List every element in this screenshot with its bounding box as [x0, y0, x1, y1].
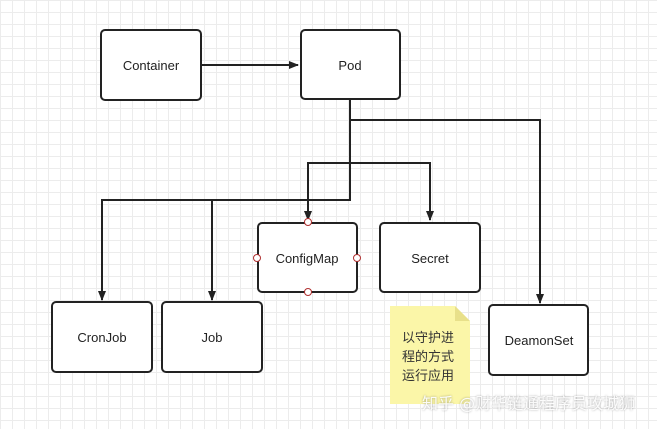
node-container-label: Container	[123, 58, 180, 73]
node-pod-label: Pod	[338, 58, 361, 73]
node-pod[interactable]: Pod	[300, 29, 401, 100]
edge-pod-configmap	[304, 162, 350, 221]
node-cronjob[interactable]: CronJob	[51, 301, 153, 373]
connection-handle-bottom[interactable]	[304, 288, 312, 296]
note-line-1: 以守护进	[402, 331, 454, 346]
node-cronjob-label: CronJob	[77, 330, 126, 345]
node-daemonset[interactable]: DeamonSet	[488, 304, 589, 376]
connection-handle-top[interactable]	[304, 218, 312, 226]
connectors	[98, 61, 544, 304]
sticky-note[interactable]: 以守护进 程的方式 运行应用	[390, 306, 470, 404]
connection-handle-left[interactable]	[253, 254, 261, 262]
node-configmap-label: ConfigMap	[276, 251, 339, 266]
edge-pod-secret	[350, 162, 434, 221]
edge-pod-daemonset	[349, 99, 544, 304]
node-secret-label: Secret	[411, 251, 449, 266]
edge-pod-cronjob	[98, 99, 351, 301]
node-configmap[interactable]: ConfigMap	[253, 218, 361, 296]
note-line-3: 运行应用	[402, 368, 454, 384]
node-job-label: Job	[202, 330, 223, 345]
node-daemonset-label: DeamonSet	[505, 333, 574, 348]
sticky-note-body	[390, 306, 470, 404]
watermark: 知乎 @财华链通程序员攻城狮	[422, 394, 636, 413]
sticky-note-fold	[455, 306, 470, 321]
node-secret[interactable]: Secret	[379, 222, 481, 293]
node-job[interactable]: Job	[161, 301, 263, 373]
connection-handle-right[interactable]	[353, 254, 361, 262]
node-container[interactable]: Container	[100, 29, 202, 101]
note-line-2: 程的方式	[402, 349, 454, 365]
